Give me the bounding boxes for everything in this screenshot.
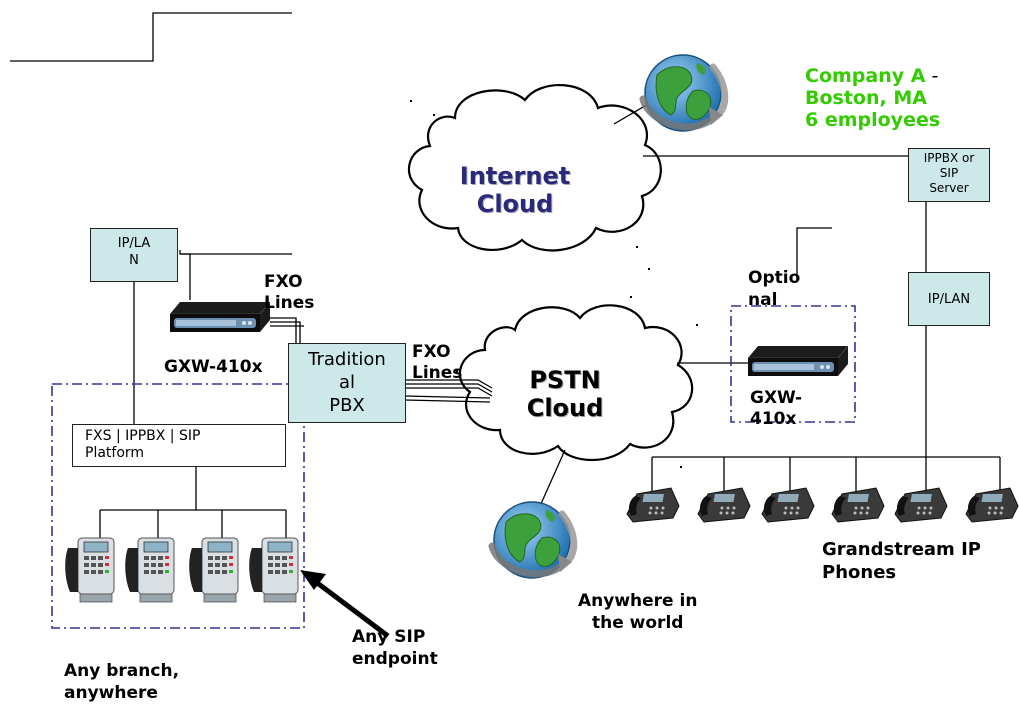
company-dash: - bbox=[925, 65, 939, 87]
ippbx-sip-server-box: IPPBX or SIP Server bbox=[908, 148, 990, 202]
arrow-icon bbox=[300, 570, 390, 638]
ip-phone-icon bbox=[626, 487, 680, 523]
optional-line1: Optio bbox=[748, 268, 801, 288]
grandstream-line1: Grandstream IP bbox=[822, 539, 981, 560]
ip-phone-icon bbox=[761, 487, 815, 523]
ip-lan-box-left: IP/LA N bbox=[90, 228, 178, 282]
company-label: Company A - Boston, MA 6 employees bbox=[805, 65, 940, 131]
fxs-line1: FXS | IPPBX | SIP bbox=[85, 428, 201, 444]
internet-cloud-label: Internet Cloud bbox=[440, 162, 590, 218]
ip-lan-box-right: IP/LAN bbox=[908, 272, 990, 326]
pstn-cloud-shape bbox=[458, 304, 694, 462]
anywhere-world-line1: Anywhere in bbox=[578, 591, 698, 611]
traditional-pbx-box: Tradition al PBX bbox=[288, 343, 406, 423]
internet-cloud-line1: Internet bbox=[459, 162, 571, 190]
pbx-line2: al bbox=[338, 372, 356, 393]
globe-icon bbox=[492, 502, 574, 578]
any-branch-line2: anywhere bbox=[64, 683, 158, 703]
anywhere-world-line2: the world bbox=[592, 613, 684, 633]
gateway-device-icon bbox=[747, 345, 849, 377]
globe-icon bbox=[643, 55, 725, 131]
company-employees: 6 employees bbox=[805, 109, 941, 131]
gateway-device-icon bbox=[169, 301, 271, 333]
gxw-right-line1: GXW- bbox=[750, 388, 803, 408]
ip-lan-left-line2: N bbox=[129, 253, 139, 268]
company-location: Boston, MA bbox=[805, 87, 927, 109]
desk-phone-icon bbox=[248, 537, 299, 603]
any-sip-line2: endpoint bbox=[352, 649, 438, 669]
anywhere-world-label: Anywhere in the world bbox=[578, 590, 697, 634]
ip-phone-icon bbox=[831, 487, 885, 523]
desk-phone-icon bbox=[124, 537, 175, 603]
fxo-mid-line2: Lines bbox=[412, 363, 463, 383]
fxo-mid-line1: FXO bbox=[412, 342, 451, 362]
ip-phone-icon bbox=[894, 487, 948, 523]
optional-line2: nal bbox=[748, 290, 778, 310]
gxw-left-label: GXW-410x bbox=[164, 357, 263, 377]
optional-label: Optio nal bbox=[748, 267, 800, 311]
fxo-trunk-lines bbox=[404, 379, 493, 403]
desk-phone-icon bbox=[188, 537, 239, 603]
ip-phone-icon bbox=[697, 487, 751, 523]
connection-lines bbox=[99, 99, 1001, 538]
gxw-right-label: GXW- 410x bbox=[750, 388, 802, 430]
stray-connector-lines bbox=[10, 12, 832, 280]
pstn-cloud-label: PSTN Cloud bbox=[500, 366, 630, 422]
fxo-top-line2: Lines bbox=[264, 293, 315, 313]
any-sip-line1: Any SIP bbox=[352, 627, 426, 647]
ip-lan-left-line1: IP/LA bbox=[117, 236, 151, 251]
gxw-right-line2: 410x bbox=[750, 409, 797, 429]
fxo-top-line1: FXO bbox=[264, 272, 303, 292]
any-branch-line1: Any branch, bbox=[64, 661, 180, 681]
pstn-cloud-line1: PSTN bbox=[529, 366, 601, 394]
ippbx-line3: Server bbox=[929, 181, 969, 195]
fxo-lines-label-top: FXO Lines bbox=[264, 272, 314, 314]
grandstream-phones-label: Grandstream IP Phones bbox=[822, 538, 981, 584]
any-branch-label: Any branch, anywhere bbox=[64, 660, 179, 704]
dashed-groups bbox=[51, 305, 856, 629]
specks bbox=[410, 100, 698, 468]
fxs-platform-box: FXS | IPPBX | SIP Platform bbox=[72, 424, 286, 467]
pbx-line1: Tradition bbox=[308, 349, 386, 370]
ip-lan-right-label: IP/LAN bbox=[927, 292, 971, 307]
internet-cloud-shape bbox=[407, 83, 662, 252]
company-name: Company A bbox=[805, 65, 926, 87]
pstn-cloud-line2: Cloud bbox=[526, 394, 604, 422]
internet-cloud-line2: Cloud bbox=[476, 190, 554, 218]
fxo-lines-label-mid: FXO Lines bbox=[412, 342, 462, 384]
ippbx-line1: IPPBX or bbox=[923, 151, 975, 165]
pbx-line3: PBX bbox=[329, 395, 365, 416]
desk-phone-icon bbox=[64, 537, 115, 603]
ip-phone-icon bbox=[965, 487, 1019, 523]
any-sip-endpoint-label: Any SIP endpoint bbox=[352, 626, 438, 670]
fxs-line2: Platform bbox=[85, 445, 145, 461]
grandstream-line2: Phones bbox=[822, 562, 897, 583]
ippbx-line2: SIP bbox=[939, 166, 959, 180]
